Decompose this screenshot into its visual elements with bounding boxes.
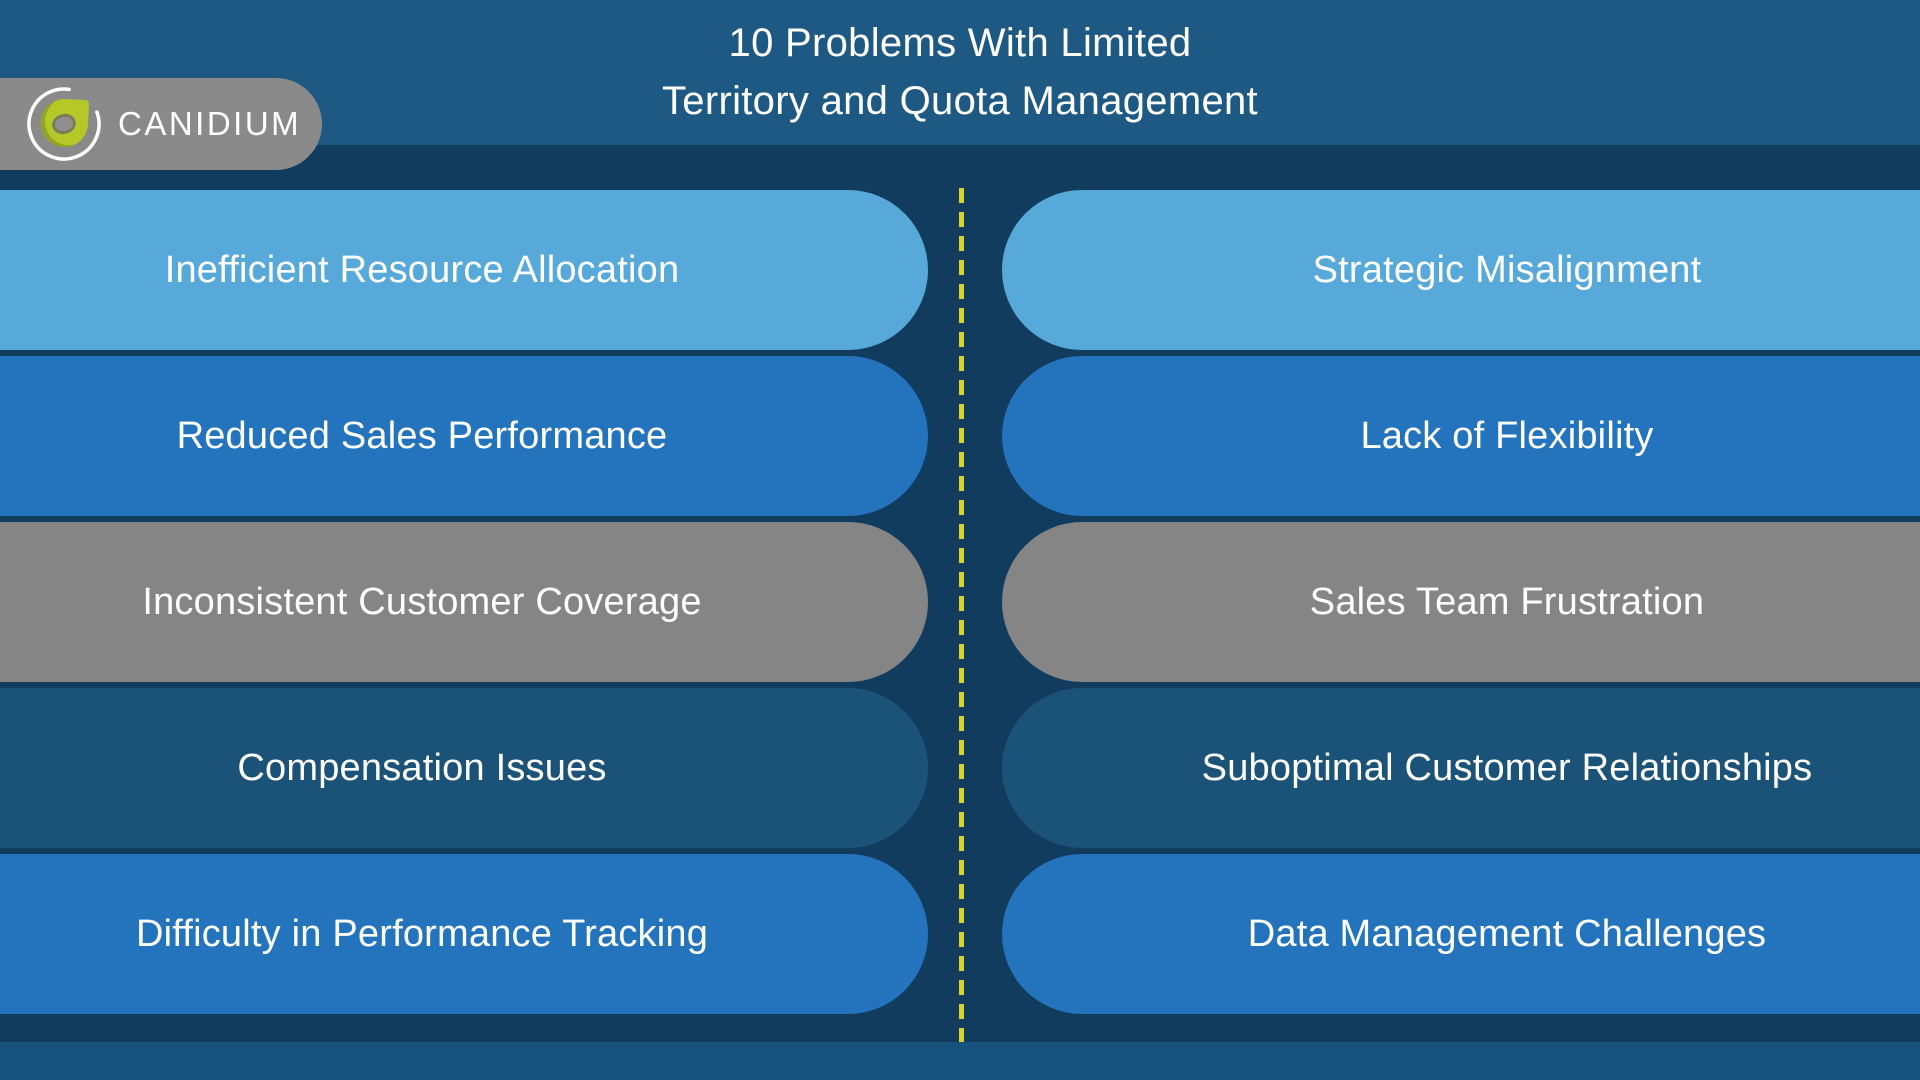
center-dashed-divider xyxy=(959,188,964,1042)
problem-pill-left-5: Difficulty in Performance Tracking xyxy=(0,854,928,1014)
problem-label: Sales Team Frustration xyxy=(1309,580,1705,623)
problem-label: Lack of Flexibility xyxy=(1360,414,1654,457)
problem-pill-right-3: Sales Team Frustration xyxy=(1002,522,1920,682)
footer-band xyxy=(0,1042,1920,1080)
problem-label: Reduced Sales Performance xyxy=(176,414,668,457)
problem-label: Strategic Misalignment xyxy=(1312,248,1702,291)
canidium-leaf-ring-icon xyxy=(26,86,102,162)
canidium-logo: CANIDIUM xyxy=(0,78,322,170)
logo-leaf-hole xyxy=(49,111,79,137)
problem-pill-right-5: Data Management Challenges xyxy=(1002,854,1920,1014)
logo-wordmark: CANIDIUM xyxy=(118,105,302,142)
logo-ring-icon xyxy=(27,87,101,161)
problem-label: Difficulty in Performance Tracking xyxy=(135,912,709,955)
problem-pill-left-1: Inefficient Resource Allocation xyxy=(0,190,928,350)
problem-pill-right-2: Lack of Flexibility xyxy=(1002,356,1920,516)
page-title: 10 Problems With Limited Territory and Q… xyxy=(0,14,1920,130)
page-title-line2: Territory and Quota Management xyxy=(662,79,1258,123)
problem-label: Inconsistent Customer Coverage xyxy=(142,580,702,623)
problem-pill-left-2: Reduced Sales Performance xyxy=(0,356,928,516)
problem-label: Inefficient Resource Allocation xyxy=(164,248,680,291)
problem-pill-left-3: Inconsistent Customer Coverage xyxy=(0,522,928,682)
problem-pill-right-4: Suboptimal Customer Relationships xyxy=(1002,688,1920,848)
page-title-line1: 10 Problems With Limited xyxy=(728,21,1192,65)
problem-label: Data Management Challenges xyxy=(1247,912,1767,955)
problem-pill-right-1: Strategic Misalignment xyxy=(1002,190,1920,350)
problem-label: Suboptimal Customer Relationships xyxy=(1201,746,1813,789)
problem-label: Compensation Issues xyxy=(237,746,607,789)
problem-pill-left-4: Compensation Issues xyxy=(0,688,928,848)
